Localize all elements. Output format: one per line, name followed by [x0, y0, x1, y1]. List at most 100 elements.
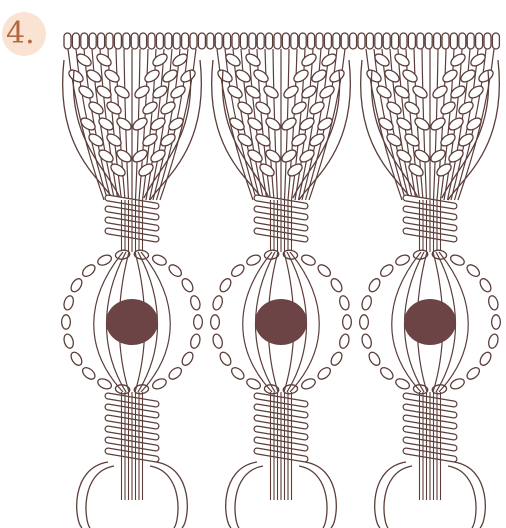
ring-chain-loop [167, 365, 184, 381]
ring-chain-loop [338, 333, 351, 349]
lark-head-knot [316, 33, 323, 49]
square-knot-loop [401, 68, 419, 85]
square-knot-loop [262, 84, 280, 101]
square-knot-loop [67, 68, 85, 85]
macrame-column [211, 49, 352, 528]
lark-head-knot [98, 33, 105, 49]
ring-chain-loop [62, 295, 75, 311]
ring-chain-loop [329, 277, 344, 294]
ring-chain-loop [167, 263, 184, 279]
lark-head-knot [274, 33, 281, 49]
ring-chain-loop [69, 277, 84, 294]
square-knot-loop [393, 52, 411, 69]
ring-chain-loop [194, 315, 203, 329]
lark-head-knot [459, 33, 466, 49]
square-knot-loop [254, 100, 272, 117]
lark-head-knot [173, 33, 180, 49]
ring-chain-loop [229, 365, 246, 381]
lark-head-knot [190, 33, 197, 49]
square-knot-loop [290, 100, 308, 117]
ring-chain-loop [218, 350, 233, 367]
lark-head-knot [114, 33, 121, 49]
ring-chain-loop [189, 333, 202, 349]
ring-chain-loop [487, 295, 500, 311]
bottom-loop-cord [226, 462, 257, 528]
bottom-loop-cord [150, 466, 178, 528]
ring-chain-loop [316, 365, 333, 381]
lark-head-knot [282, 33, 289, 49]
square-knot-loop [300, 52, 318, 69]
square-knot-loop [375, 84, 393, 101]
lark-head-knot [492, 33, 499, 49]
ring-chain-loop [492, 315, 501, 329]
ring-chain-loop [245, 377, 262, 391]
ring-chain-loop [449, 377, 466, 391]
ring-chain-loop [62, 333, 75, 349]
lark-head-knot [156, 33, 163, 49]
lark-head-knot [72, 33, 79, 49]
lark-head-knot [425, 33, 432, 49]
ring-chain-loop [229, 263, 246, 279]
macrame-column [62, 49, 203, 528]
square-knot-loop [141, 100, 159, 117]
lark-head-knot [333, 33, 340, 49]
square-knot-loop [431, 84, 449, 101]
lark-head-knot [165, 33, 172, 49]
ring-chain-loop [478, 350, 493, 367]
lark-head-knot [232, 33, 239, 49]
lark-head-knot [484, 33, 491, 49]
square-knot-loop [103, 68, 121, 85]
lark-head-knot [375, 33, 382, 49]
lark-head-knot [324, 33, 331, 49]
ring-chain-loop [449, 253, 466, 267]
square-knot-loop [413, 148, 431, 165]
bottom-loop-cord [375, 462, 406, 528]
lark-head-knot [450, 33, 457, 49]
square-knot-loop [115, 116, 133, 133]
ring-chain-loop [211, 333, 224, 349]
lark-head-knot [434, 33, 441, 49]
square-knot-loop [113, 84, 131, 101]
lark-head-knot [198, 33, 205, 49]
ring-chain-loop [245, 253, 262, 267]
wooden-bead [106, 299, 158, 345]
square-knot-loop [441, 68, 459, 85]
lark-head-knot [308, 33, 315, 49]
square-knot-loop [477, 68, 495, 85]
lark-head-knot [106, 33, 113, 49]
square-knot-loop [87, 100, 105, 117]
square-knot-loop [282, 84, 300, 101]
square-knot-loop [413, 116, 431, 133]
ring-chain-loop [151, 253, 168, 267]
square-knot-loop [280, 116, 298, 133]
square-knot-loop [179, 68, 197, 85]
lark-head-knot [64, 33, 71, 49]
square-knot-loop [169, 84, 187, 101]
ring-chain-loop [96, 377, 113, 391]
ring-chain-loop [367, 350, 382, 367]
square-knot-loop [385, 100, 403, 117]
square-knot-loop [292, 68, 310, 85]
ring-chain-loop [300, 253, 317, 267]
square-knot-loop [429, 148, 447, 165]
lark-head-knot [148, 33, 155, 49]
ring-chain-loop [329, 350, 344, 367]
ring-chain-loop [360, 315, 369, 329]
ring-chain-loop [180, 277, 195, 294]
lark-head-knot [257, 33, 264, 49]
ring-chain-loop [211, 315, 220, 329]
ring-chain-loop [394, 377, 411, 391]
square-knot-loop [429, 116, 447, 133]
ring-chain-loop [394, 253, 411, 267]
lark-head-knot [467, 33, 474, 49]
square-knot-loop [308, 100, 326, 117]
lark-head-knot [299, 33, 306, 49]
square-knot-loop [403, 100, 421, 117]
bottom-loop-cord [448, 466, 476, 528]
ring-chain-loop [478, 277, 493, 294]
square-knot-loop [411, 84, 429, 101]
lark-head-knot [358, 33, 365, 49]
lark-head-knot [383, 33, 390, 49]
lark-head-knot [291, 33, 298, 49]
